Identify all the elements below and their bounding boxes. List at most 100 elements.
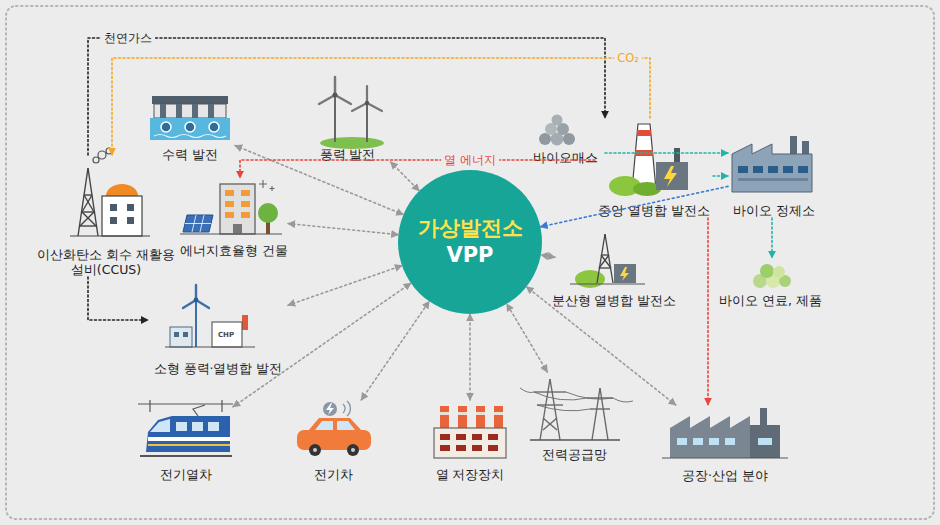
bio-refinery-icon: [732, 136, 812, 192]
node-label: 소형 풍력·열병합 발전: [136, 361, 300, 376]
hydro-icon: [185, 122, 195, 132]
central-chp-icon: [656, 162, 688, 190]
building-icon: [259, 180, 275, 191]
ccus-icon: [82, 211, 94, 212]
heat-storage-icon: [440, 412, 503, 415]
heat-storage-icon: [440, 406, 449, 428]
flow-connector: [288, 224, 398, 235]
power-grid-icon: [540, 379, 550, 440]
hydro-icon: [208, 104, 214, 118]
power-grid-icon: [543, 418, 557, 430]
power-grid-icon: [592, 388, 600, 440]
wind-turbine-icon: [334, 95, 336, 142]
small-wind-chp-icon: [165, 346, 255, 347]
heat-storage-icon: [434, 428, 506, 458]
electric-train-icon: [138, 400, 233, 456]
power-grid-icon: [543, 418, 557, 430]
flow-connector: [112, 58, 650, 155]
wind-turbine-icon: [334, 77, 337, 95]
factory-icon: [662, 457, 788, 458]
heat-storage-icon: [472, 445, 482, 451]
ccus-icon: [82, 212, 96, 226]
node-label: 중앙 열병합 발전소: [583, 203, 725, 218]
ccus-icon: [102, 196, 142, 236]
ccus-icon: [84, 194, 92, 195]
small-wind-chp-icon: [194, 298, 199, 303]
heat-storage-icon: [488, 445, 498, 451]
bio-fuel-icon: [760, 264, 774, 278]
hydro-icon: [176, 104, 182, 118]
component-node: 중앙 열병합 발전소: [595, 118, 713, 218]
ccus-icon: [80, 212, 94, 226]
ccus-icon: [110, 204, 117, 211]
wind-turbine-icon: [352, 86, 382, 111]
component-node: 에너지효율형 건물: [180, 178, 288, 258]
hydro-icon: [150, 96, 230, 140]
central-chp-icon: [664, 166, 677, 187]
distributed-chp-icon: [601, 255, 611, 268]
component-node: 바이오 정제소: [728, 135, 820, 218]
electric-car-icon: [351, 448, 355, 452]
hydro-icon: [161, 122, 171, 132]
hydro-icon: [160, 104, 166, 118]
ccus-icon: [127, 204, 134, 211]
distributed-chp-icon: [597, 234, 613, 283]
hub-circle: 가상발전소VPP: [398, 170, 542, 314]
node-label: 전기열차: [126, 467, 245, 482]
bio-refinery-icon: [738, 178, 808, 181]
flow-connector: [541, 255, 555, 257]
hydro-icon: [152, 96, 228, 104]
building-icon: [225, 212, 234, 218]
node-label: 풍력 발전: [288, 147, 407, 162]
flow-connector: [507, 304, 548, 372]
ccus-icon: [82, 195, 92, 212]
power-grid-icon: [600, 388, 608, 440]
ccus-icon: [98, 151, 106, 159]
bio-refinery-icon: [753, 166, 763, 173]
edge-label: 천연가스: [101, 31, 155, 45]
component-node: 바이오 연료, 제품: [718, 258, 823, 308]
wind-turbine-icon: [366, 103, 368, 142]
electric-car-icon: [323, 402, 337, 416]
heat-storage-icon: [440, 445, 450, 451]
distributed-chp-icon: [570, 283, 645, 284]
hydro-icon: [209, 122, 219, 132]
flow-connector: [540, 186, 728, 226]
component-node: 풍력 발전: [300, 75, 395, 162]
bio-refinery-icon: [798, 166, 808, 173]
building-icon: [220, 184, 255, 234]
hub-title: 가상발전소: [418, 215, 523, 242]
electric-train-icon: [148, 437, 230, 441]
node-label: 수력 발전: [133, 147, 247, 162]
distributed-chp-icon: [620, 267, 629, 281]
edge-label: 열 에너지: [441, 153, 499, 167]
electric-car-icon: [315, 421, 333, 430]
component-node: 분산형 열병합 발전소: [555, 228, 673, 308]
power-grid-icon: [590, 408, 610, 409]
bio-refinery-icon: [783, 166, 793, 173]
node-label: 열 저장장치: [413, 467, 527, 482]
electric-car-icon: [297, 430, 371, 450]
electric-train-icon: [193, 405, 205, 416]
power-grid-icon: [530, 439, 620, 440]
node-label: 바이오 연료, 제품: [706, 293, 835, 308]
biomass-icon: [539, 115, 575, 146]
small-wind-chp-icon: [170, 327, 192, 347]
hub-title: VPP: [446, 242, 493, 269]
electric-car-icon: [326, 403, 334, 415]
component-node: 전기차: [287, 400, 379, 482]
central-chp-icon: [635, 150, 653, 156]
electric-train-icon: [221, 400, 222, 412]
hydro-icon: [154, 104, 226, 118]
ccus-icon: [78, 168, 98, 236]
bio-fuel-icon: [773, 266, 785, 278]
building-icon: [241, 212, 250, 218]
ccus-icon: [80, 225, 96, 226]
factory-icon: [677, 438, 687, 445]
wind-turbine-icon: [365, 101, 369, 105]
component-node: 열 저장장치: [425, 400, 515, 482]
biomass-icon: [539, 133, 551, 145]
flow-connector: [707, 218, 709, 405]
component-node: 전력공급망: [515, 372, 633, 462]
